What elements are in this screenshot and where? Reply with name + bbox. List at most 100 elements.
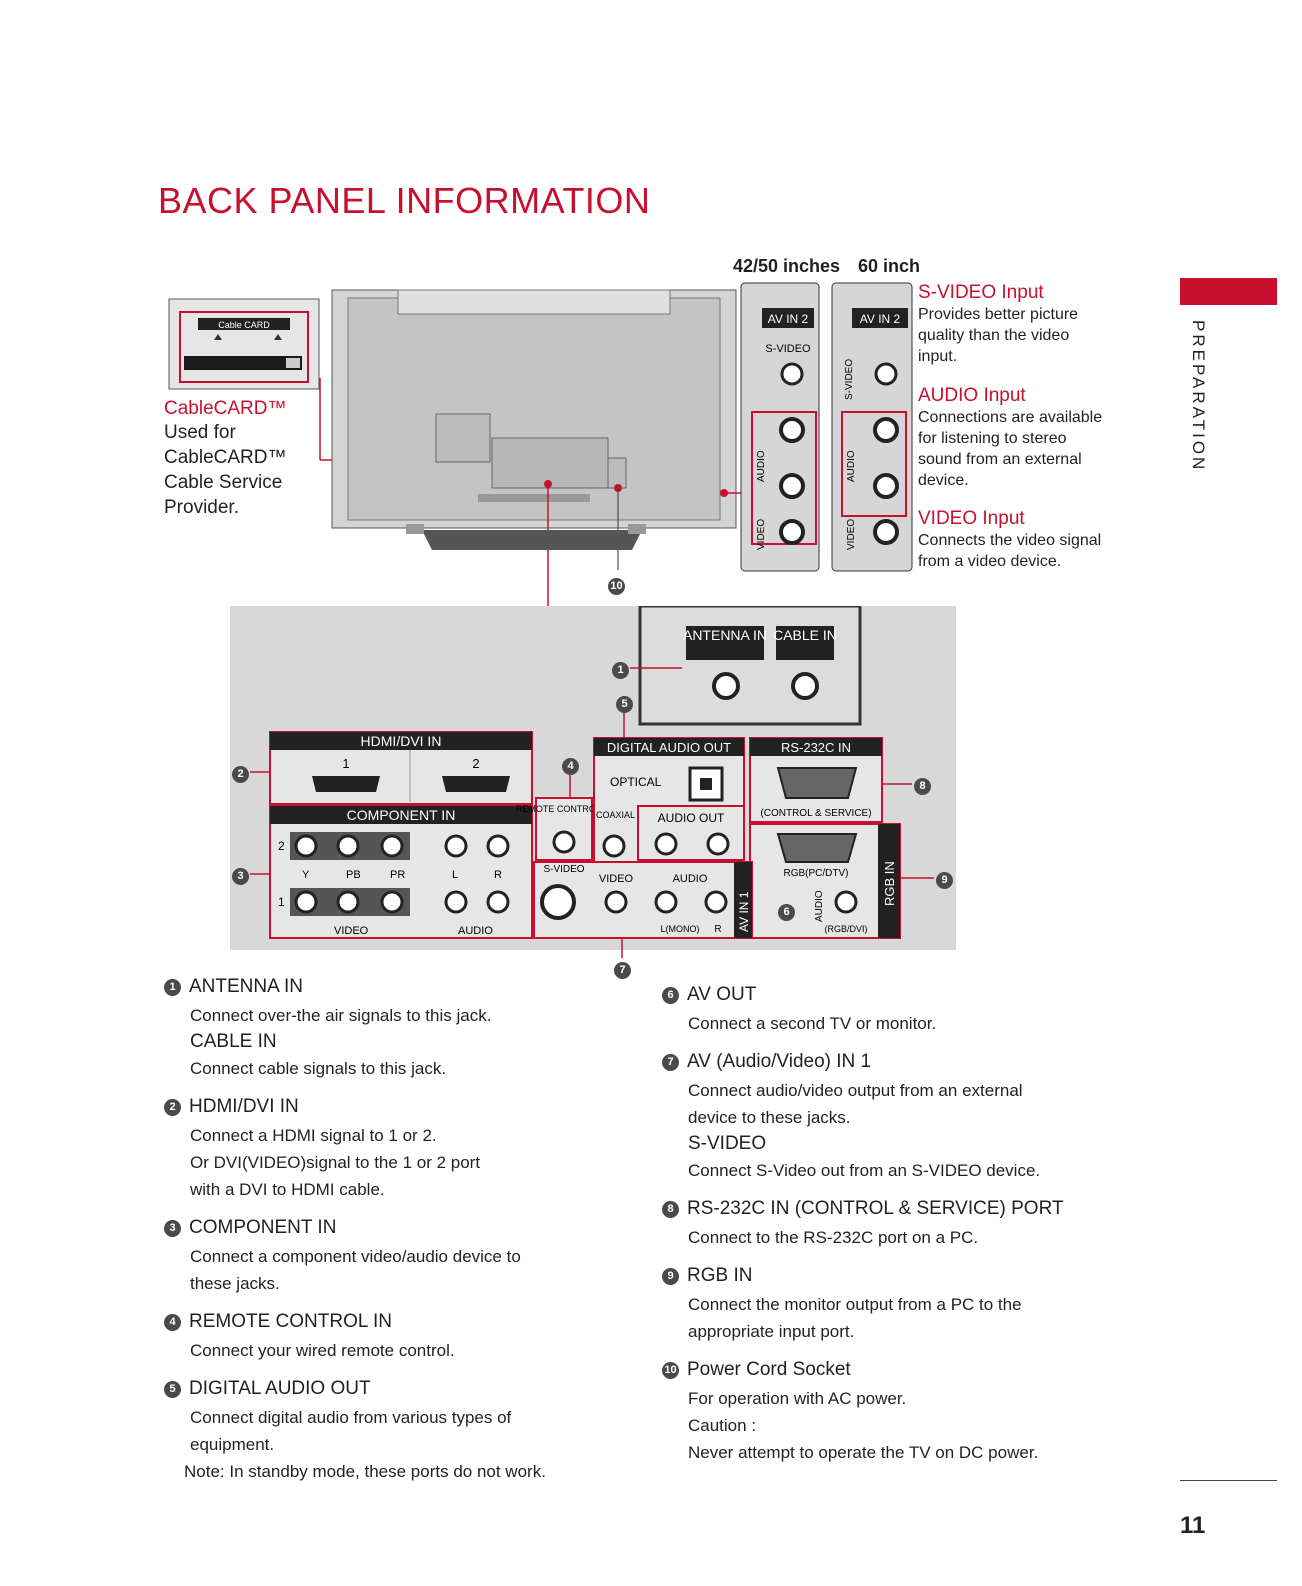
av-in-1-label: AV IN 1 — [737, 891, 751, 932]
digital-audio-out-label: DIGITAL AUDIO OUT — [607, 740, 731, 755]
callout-line: Provides better picture — [918, 306, 1079, 323]
component-y-label: Y — [302, 869, 310, 881]
section-tab-label: PREPARATION — [1189, 320, 1208, 473]
item-text: Or DVI(VIDEO)signal to the 1 or 2 port — [190, 1153, 481, 1172]
rs232c-in-label: RS-232C IN — [781, 740, 851, 755]
footer-rule — [1180, 1480, 1277, 1481]
cablecard-slot-label: Cable CARD — [218, 320, 270, 330]
item-text: Never attempt to operate the TV on DC po… — [688, 1443, 1039, 1462]
item-text: For operation with AC power. — [688, 1389, 907, 1408]
callout-line: quality than the video — [918, 327, 1070, 344]
item-text: Connect a HDMI signal to 1 or 2. — [190, 1126, 437, 1145]
rgb-audio-label: AUDIO — [814, 890, 825, 922]
rgb-pc-dtv-label: RGB(PC/DTV) — [784, 868, 849, 879]
av-in2-audio-label: AUDIO — [756, 450, 767, 482]
callout-line: device. — [918, 472, 969, 489]
item-title: ANTENNA IN — [189, 976, 304, 997]
component-l-label: L — [452, 869, 458, 881]
page-title: BACK PANEL INFORMATION — [158, 180, 651, 221]
audio-input-callout: AUDIO Input Connections are available fo… — [918, 385, 1158, 491]
badge-7: 7 — [614, 960, 631, 979]
item-number: 3 — [164, 1219, 181, 1237]
item-text: Connect cable signals to this jack. — [190, 1059, 447, 1078]
rgb-dvi-label: (RGB/DVI) — [824, 924, 867, 934]
component-pb-label: PB — [346, 869, 361, 881]
cablecard-line: Provider. — [164, 497, 239, 518]
item-text: Connect your wired remote control. — [190, 1341, 455, 1360]
item-title: RS-232C IN (CONTROL & SERVICE) PORT — [687, 1198, 1064, 1219]
av-in2-label: AV IN 2 — [860, 312, 901, 326]
component-video-label: VIDEO — [334, 925, 369, 937]
component-pr-label: PR — [390, 869, 405, 881]
item-title: AV (Audio/Video) IN 1 — [687, 1051, 872, 1072]
item-text: these jacks. — [190, 1274, 280, 1293]
item-subtitle: CABLE IN — [190, 1031, 277, 1052]
badge-1: 1 — [612, 660, 629, 679]
item-note: Note: In standby mode, these ports do no… — [184, 1462, 546, 1481]
hdmi-port-2-label: 2 — [472, 756, 479, 771]
item-number: 10 — [662, 1361, 679, 1379]
callout-line: from a video device. — [918, 553, 1062, 570]
hdmi-port-1-label: 1 — [342, 756, 349, 771]
item-title: HDMI/DVI IN — [189, 1096, 299, 1117]
item-text: Connect a component video/audio device t… — [190, 1247, 521, 1266]
item-number: 4 — [164, 1313, 181, 1331]
item-text: appropriate input port. — [688, 1322, 855, 1341]
callout-line: input. — [918, 348, 958, 365]
callout-line: for listening to stereo — [918, 430, 1067, 447]
tv-rear-illustration — [319, 289, 742, 608]
component-row-2-label: 2 — [278, 839, 285, 853]
control-service-label: (CONTROL & SERVICE) — [760, 808, 871, 819]
callout-line: Connects the video signal — [918, 532, 1102, 549]
item-subtitle: S-VIDEO — [688, 1133, 767, 1154]
page-number: 11 — [1180, 1512, 1206, 1539]
item-text: Connect to the RS-232C port on a PC. — [688, 1228, 979, 1247]
optical-label: OPTICAL — [610, 775, 662, 789]
callout-title: AUDIO Input — [918, 385, 1026, 406]
cablecard-title: CableCARD™ — [164, 398, 287, 419]
callout-line: sound from an external — [918, 451, 1082, 468]
av-in-1-lmono-label: L(MONO) — [661, 924, 700, 934]
section-tab-marker — [1180, 278, 1277, 305]
svideo-input-callout: S-VIDEO Input Provides better picture qu… — [918, 282, 1158, 367]
coaxial-label: COAXIAL — [596, 810, 635, 820]
badge-10: 10 — [608, 576, 625, 595]
remote-control-in-label: REMOTE CONTROL IN — [516, 804, 612, 814]
cablecard-line: Used for — [164, 422, 236, 443]
component-row-1-label: 1 — [278, 895, 285, 909]
item-title: COMPONENT IN — [189, 1217, 337, 1238]
back-panel-jack-diagram: ANTENNA IN CABLE IN HDMI/DVI IN 1 2 COMP… — [230, 606, 956, 958]
av-in2-svideo-label: S-VIDEO — [844, 359, 855, 400]
video-input-callout: VIDEO Input Connects the video signal fr… — [918, 508, 1158, 572]
item-text: Connect digital audio from various types… — [190, 1408, 512, 1427]
item-text: Connect a second TV or monitor. — [688, 1014, 937, 1033]
cable-in-label: CABLE IN — [773, 627, 837, 643]
av-in2-panel-60: AV IN 2 S-VIDEO AUDIO VIDEO — [831, 282, 913, 572]
item-title: REMOTE CONTROL IN — [189, 1311, 393, 1332]
component-r-label: R — [494, 869, 502, 881]
badge-9: 9 — [936, 870, 953, 889]
badge-8: 8 — [914, 776, 931, 795]
av-in-1-video-label: VIDEO — [599, 873, 634, 885]
cablecard-slot-illustration: Cable CARD — [168, 298, 320, 390]
callout-line: Connections are available — [918, 409, 1103, 426]
av-in2-panels: AV IN 2 S-VIDEO AUDIO VIDEO AV IN 2 S-VI… — [740, 282, 913, 572]
av-in-1-svideo-label: S-VIDEO — [543, 864, 584, 875]
badge-4: 4 — [562, 756, 579, 775]
item-text: equipment. — [190, 1435, 275, 1454]
item-text: Connect audio/video output from an exter… — [688, 1081, 1023, 1100]
badge-5: 5 — [616, 694, 633, 713]
callout-title: VIDEO Input — [918, 508, 1025, 529]
audio-out-label: AUDIO OUT — [658, 811, 725, 825]
item-text: with a DVI to HDMI cable. — [190, 1180, 385, 1199]
item-number: 9 — [662, 1267, 679, 1285]
av-in-1-audio-label: AUDIO — [673, 873, 708, 885]
component-audio-label: AUDIO — [458, 925, 493, 937]
av-in2-label: AV IN 2 — [768, 312, 809, 326]
